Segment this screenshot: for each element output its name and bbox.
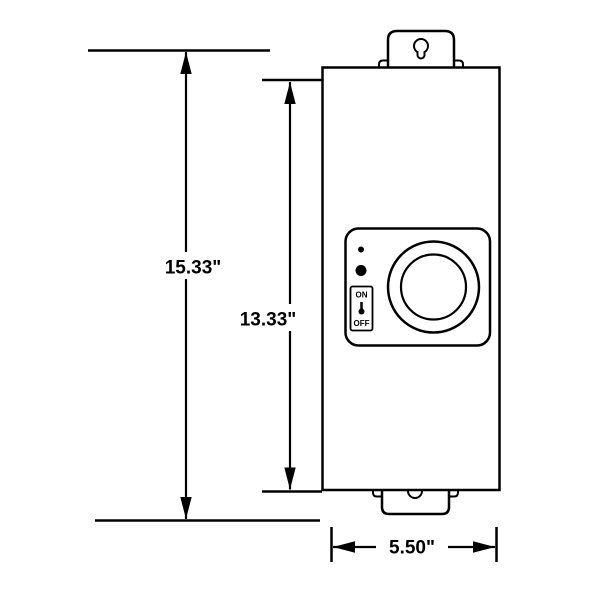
switch-off-label: OFF <box>354 319 370 328</box>
width-dimension: 5.50" <box>330 527 498 562</box>
bottom-bracket-right-ear <box>448 489 459 498</box>
overall-height-label-bg <box>158 252 228 279</box>
arrowhead-right-icon <box>473 541 495 553</box>
arrowhead-up-icon <box>284 82 296 104</box>
round-button-dot <box>355 265 367 276</box>
toggle-base-icon <box>358 308 365 315</box>
overall-height-label: 15.33" <box>165 258 222 279</box>
body-height-label: 13.33" <box>240 310 297 331</box>
top-bracket-left-ear <box>378 59 389 68</box>
bottom-bracket-left-ear <box>372 489 383 498</box>
timer-dial-inner <box>399 253 468 321</box>
indicator-dot <box>358 246 364 253</box>
body-height-dimension: 13.33" <box>231 78 322 493</box>
power-switch: ON OFF <box>349 285 374 332</box>
keyhole-slot-icon <box>413 38 429 60</box>
width-label: 5.50" <box>389 538 435 559</box>
width-label-bg <box>376 533 448 560</box>
overall-height-dimension: 15.33" <box>88 49 320 522</box>
arrowhead-left-icon <box>333 541 355 553</box>
arrowhead-up-icon <box>180 52 192 74</box>
bottom-mounting-bracket <box>380 489 451 516</box>
arrowhead-down-icon <box>180 497 192 519</box>
bottom-notch-icon <box>407 490 423 499</box>
switch-on-label: ON <box>356 291 368 300</box>
body-height-label-bg <box>231 304 305 331</box>
arrowhead-down-icon <box>284 467 296 490</box>
top-bracket-right-ear <box>453 59 464 68</box>
control-panel: ON OFF <box>344 227 492 347</box>
